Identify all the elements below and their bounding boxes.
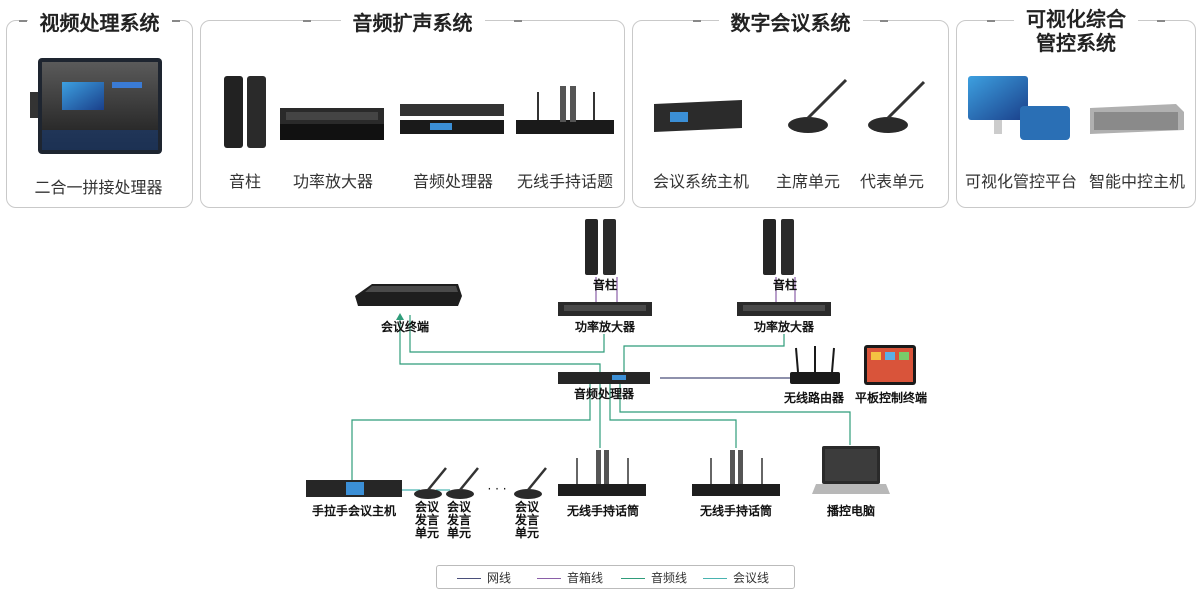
panel-title-visual: 可视化综合管控系统 [1014,7,1138,55]
arrow-marker [396,313,404,320]
panel-conference-system: 数字会议系统 [632,11,949,208]
host-device [306,480,402,497]
legend-label-audio: 音频线 [651,571,688,585]
label-chair-unit: 主席单元 [775,172,840,191]
power-amplifier-image [280,108,384,140]
label-tablet: 平板控制终端 [854,391,927,405]
label-host: 手拉手会议主机 [311,504,396,518]
label-splicing-processor: 二合一拼接处理器 [34,178,163,197]
panel-title-conference: 数字会议系统 [718,11,863,35]
speaker-column-1 [585,219,616,275]
label-power-amplifier: 功率放大器 [292,172,373,191]
speaker-column-2 [763,219,794,275]
label-conf-terminal: 会议终端 [380,320,429,334]
label-central-control: 智能中控主机 [1088,172,1185,191]
power-amplifier-1 [558,302,652,316]
tablet-device [864,345,916,385]
label-unit-1: 会议 发言 单元 [414,500,439,540]
legend-item-net: 网线 [457,569,511,586]
power-amplifier-2 [737,302,831,316]
label-audio-processor-diagram: 音频处理器 [573,387,634,401]
panel-title-visual-line1: 可视化综合 [1026,7,1126,31]
label-speaker-1: 音柱 [592,278,617,292]
legend-item-audio: 音频线 [621,569,687,586]
splicing-processor-image [30,58,162,154]
label-router: 无线路由器 [783,391,844,405]
laptop-device [812,446,890,494]
label-mic-2: 无线手持话筒 [699,504,772,518]
label-unit-3: 会议 发言 单元 [514,500,539,540]
panel-title-video: 视频处理系统 [27,11,172,35]
audio-line [619,384,851,445]
legend-item-conf: 会议线 [703,569,769,586]
label-amp-2: 功率放大器 [753,320,814,334]
speaker-unit-3 [514,467,547,499]
wireless-mic-device-2 [692,450,780,496]
legend-swatch-conf [703,578,727,579]
visual-platform-image [968,76,1070,140]
audio-processor-device [558,372,650,384]
audio-line [409,315,605,353]
legend-swatch-net [457,578,481,579]
label-unit-2: 会议 发言 单元 [446,500,471,540]
label-conf-host: 会议系统主机 [652,172,749,191]
legend-label-net: 网线 [487,571,512,585]
wireless-mic-device-1 [558,450,646,496]
audio-line [623,334,785,372]
label-delegate-unit: 代表单元 [859,172,924,191]
legend-label-conf: 会议线 [733,571,770,585]
audio-processor-image [400,104,504,134]
speaker-unit-1 [414,467,447,499]
conf-terminal-device [355,284,462,306]
speaker-unit-2 [446,467,479,499]
label-amp-1: 功率放大器 [574,320,635,334]
label-speaker-2: 音柱 [772,278,797,292]
label-mic-1: 无线手持话筒 [566,504,639,518]
panel-title-audio: 音频扩声系统 [340,11,485,35]
audio-line [609,384,737,448]
central-control-image [1090,104,1184,134]
delegate-unit-image [868,80,926,133]
wireless-mic-image [516,86,614,134]
conf-host-image [654,100,742,132]
legend: 网线 音箱线 音频线 会议线 [436,565,795,589]
audio-line [351,384,591,482]
label-audio-processor: 音频处理器 [412,172,493,191]
label-visual-platform: 可视化管控平台 [964,172,1077,191]
panel-title-visual-line2: 管控系统 [1036,31,1116,55]
legend-label-speaker: 音箱线 [567,571,604,585]
chair-unit-image [788,78,848,133]
router-device [790,346,840,384]
legend-swatch-audio [621,578,645,579]
ellipsis: · · · [487,482,507,496]
audio-line [399,315,601,372]
label-pc: 播控电脑 [826,504,875,518]
speaker-column-image [224,76,266,148]
label-wireless-mic: 无线手持话题 [516,172,613,191]
legend-swatch-speaker [537,578,561,579]
label-speaker-column: 音柱 [228,172,261,191]
legend-item-speaker: 音箱线 [537,569,603,586]
